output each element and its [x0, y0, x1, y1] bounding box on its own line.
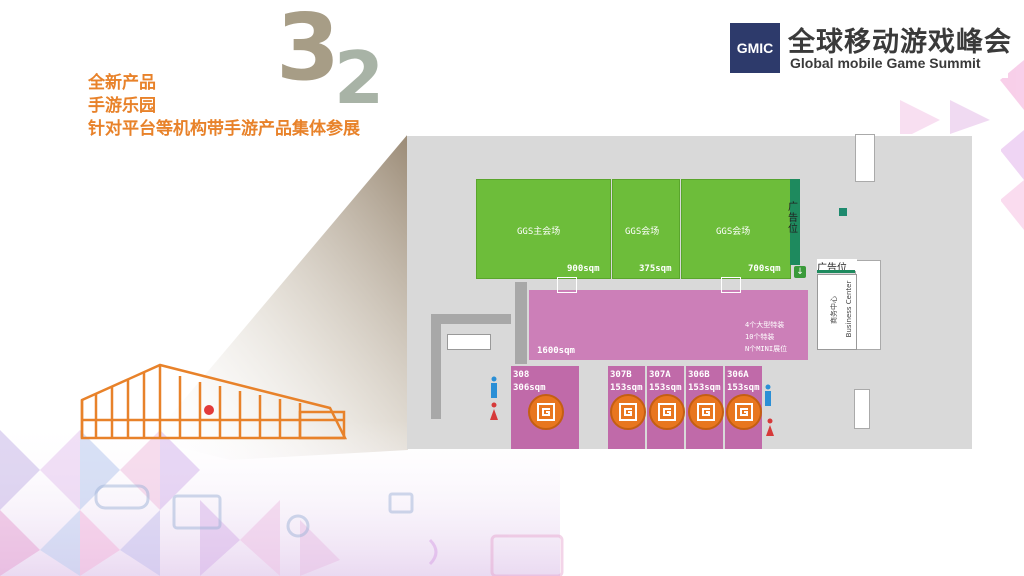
gg-logo-icon	[649, 394, 685, 430]
plan-border	[407, 134, 1001, 136]
headline-line-3: 针对平台等机构带手游产品集体参展	[88, 119, 360, 139]
headline: 全新产品 手游乐园 针对平台等机构带手游产品集体参展	[88, 72, 360, 141]
corridor-wall	[431, 314, 441, 419]
zone-area: 1600sqm	[537, 346, 575, 356]
gg-logo-icon	[528, 394, 564, 430]
ad-strip-vertical	[790, 179, 800, 265]
page-number-2: 2	[334, 36, 385, 120]
male-restroom-icon	[491, 376, 497, 398]
male-restroom-icon	[765, 384, 771, 406]
hall-ggs-3: GGS会场 700sqm	[681, 179, 791, 279]
marker	[839, 208, 847, 216]
corridor-wall	[515, 282, 527, 364]
business-center: 商务中心 Business Center	[817, 274, 857, 350]
hall-name: GGS会场	[716, 227, 751, 237]
hall-name: GGS会场	[625, 227, 660, 237]
headline-line-2: 手游乐园	[88, 96, 156, 116]
booth-area: 306sqm	[513, 383, 546, 393]
gmic-logo: GMIC 全球移动游戏峰会 Global mobile Game Summit	[728, 16, 1011, 78]
logo-title-en: Global mobile Game Summit	[790, 55, 981, 71]
arrow-down-icon: ↓	[794, 266, 806, 278]
escalator	[855, 260, 881, 350]
booth-area: 153sqm	[610, 383, 643, 393]
elevator	[854, 389, 870, 429]
booth-id: 308	[513, 370, 530, 380]
booth-area: 153sqm	[649, 383, 682, 393]
logo-title-cn: 全球移动游戏峰会	[788, 27, 1012, 58]
gg-logo-icon	[688, 394, 724, 430]
ad-vertical-label: 广告位	[788, 202, 798, 235]
gg-logo-icon	[610, 394, 646, 430]
booth-area: 153sqm	[727, 383, 760, 393]
floor-plan: GGS主会场 900sqm GGS会场 375sqm GGS会场 700sqm …	[407, 134, 1001, 449]
zone-1600sqm: 1600sqm 4个大型特装 10个特装 N个MINI展位	[529, 290, 808, 360]
ad-horizontal-label: 广告位	[817, 259, 857, 274]
corridor-wall	[431, 314, 511, 324]
plan-margin	[972, 134, 1001, 449]
female-restroom-icon	[490, 402, 498, 420]
page-number-3: 3	[276, 0, 341, 101]
hall-ggs-2: GGS会场 375sqm	[612, 179, 680, 279]
business-center-en: Business Center	[845, 280, 853, 338]
hall-ggs-main: GGS主会场 900sqm	[476, 179, 611, 279]
escalator	[855, 134, 875, 182]
door-mark	[721, 277, 741, 293]
headline-line-1: 全新产品	[88, 73, 156, 93]
zone-note: 10个特装	[745, 333, 775, 341]
booth-id: 307B	[610, 370, 632, 380]
door-mark	[557, 277, 577, 293]
booth-id: 307A	[649, 370, 671, 380]
ad-strip-horizontal	[817, 270, 855, 273]
booth-area: 153sqm	[688, 383, 721, 393]
hall-name: GGS主会场	[517, 227, 561, 237]
gg-logo-icon	[726, 394, 762, 430]
hall-area: 700sqm	[748, 264, 781, 274]
zone-note: 4个大型特装	[745, 321, 785, 329]
hall-area: 900sqm	[567, 264, 600, 274]
hall-area: 375sqm	[639, 264, 672, 274]
zone-note: N个MINI展位	[745, 345, 788, 353]
booth-id: 306B	[688, 370, 710, 380]
business-center-cn: 商务中心	[830, 296, 838, 324]
gmic-logo-badge: GMIC	[730, 23, 780, 73]
booth-id: 306A	[727, 370, 749, 380]
stairs	[447, 334, 491, 350]
booth-308: 308 306sqm	[511, 366, 579, 449]
female-restroom-icon	[766, 418, 774, 436]
